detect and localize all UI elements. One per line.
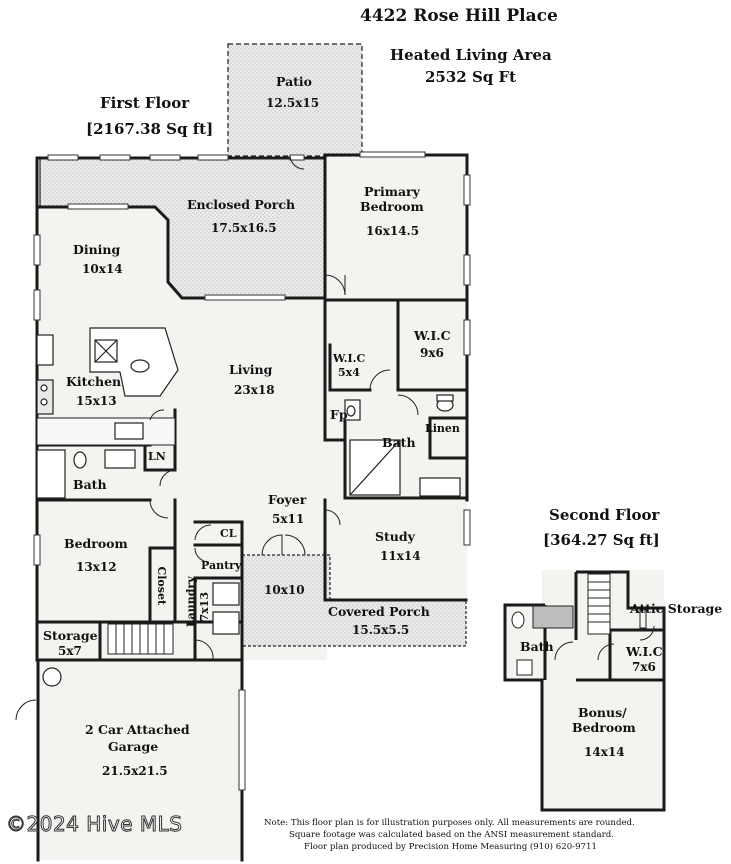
covered-porch-dim: 15.5x5.5 [352,623,410,637]
first-floor-area: [2167.38 Sq ft] [86,120,214,138]
bonus-label-2: Bedroom [572,720,636,735]
bedroom-dim: 13x12 [76,560,117,574]
storage-label: Storage [43,628,98,643]
living-label: Living [229,362,273,377]
dining-dim: 10x14 [82,262,123,276]
garage-label-1: 2 Car Attached [85,722,190,737]
covered-porch-label: Covered Porch [328,604,430,619]
upper-wic-dim: 7x6 [632,660,656,674]
patio-label: Patio [276,74,313,89]
laundry-label: Laundry [184,576,198,628]
heated-area-label: Heated Living Area [390,46,552,64]
closet-label: Closet [155,566,169,606]
garage-label-2: Garage [108,739,159,754]
second-floor-area: [364.27 Sq ft] [543,531,660,549]
wic-large-dim: 9x6 [420,346,444,360]
first-floor-label: First Floor [100,94,190,112]
stairs-first-floor [107,623,174,655]
cl-label: CL [220,527,237,540]
note-line-3: Floor plan produced by Precision Home Me… [304,842,597,852]
garage-dim: 21.5x21.5 [102,764,168,778]
page-title: 4422 Rose Hill Place [360,6,558,26]
upper-bath-label: Bath [520,639,554,654]
pantry-label: Pantry [201,559,242,572]
front-porch-dim: 10x10 [264,583,305,597]
heated-area-value: 2532 Sq Ft [425,68,517,86]
doors [15,154,419,721]
primary-bath-label: Bath [382,435,416,450]
enclosed-porch-label: Enclosed Porch [187,197,296,212]
hall-bath-label: Bath [73,477,107,492]
bedroom-label: Bedroom [64,536,128,551]
second-floor-label: Second Floor [549,506,660,524]
watermark: ©2024 Hive MLS [5,812,183,837]
primary-bedroom-dim: 16x14.5 [366,224,420,238]
wic-small-label: W.I.C [333,352,366,365]
wic-large-label: W.I.C [414,328,451,343]
enclosed-porch-dim: 17.5x16.5 [211,221,277,235]
note-line-2: Square footage was calculated based on t… [289,830,614,840]
living-dim: 23x18 [234,383,275,397]
patio-dim: 12.5x15 [266,96,320,110]
kitchen-dim: 15x13 [76,394,117,408]
bonus-label-1: Bonus/ [578,705,627,720]
fireplace-label: Fp [330,407,348,422]
wic-small-dim: 5x4 [338,366,360,379]
primary-bedroom-label-2: Bedroom [360,199,424,214]
attic-storage-label: Attic Storage [630,601,723,616]
fixtures [36,327,461,687]
dining-label: Dining [73,242,121,257]
foyer-dim: 5x11 [272,512,305,526]
storage-dim: 5x7 [58,644,82,658]
kitchen-label: Kitchen [66,374,122,389]
study-label: Study [375,529,415,544]
linen-label: Linen [425,422,460,435]
bonus-dim: 14x14 [584,745,625,759]
foyer-label: Foyer [268,492,307,507]
second-floor-doors [554,625,655,661]
first-floor-walls [35,153,469,862]
second-floor-fixtures [511,573,647,676]
study-dim: 11x14 [380,549,421,563]
primary-bedroom-label-1: Primary [364,184,420,199]
upper-wic-label: W.I.C [626,644,663,659]
note-line-1: Note: This floor plan is for illustratio… [264,818,635,828]
ln-label: LN [148,450,166,463]
windows [33,151,471,791]
laundry-dim: 7x13 [197,592,211,622]
